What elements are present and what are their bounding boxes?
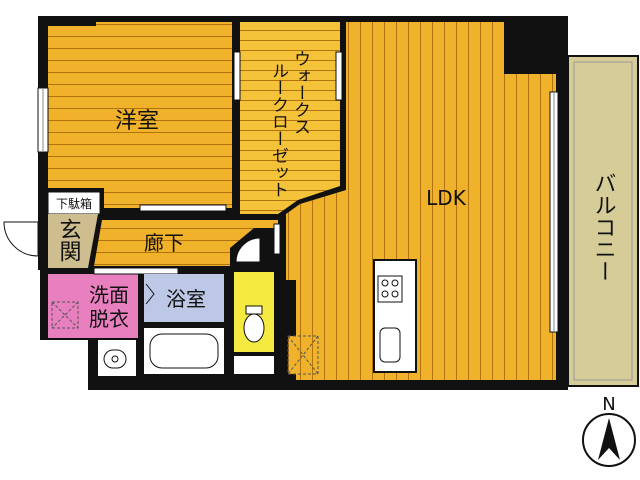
ldk-label: LDK xyxy=(426,186,467,210)
balcony xyxy=(567,55,639,387)
western-room xyxy=(37,22,232,212)
washbasin-icon xyxy=(103,349,127,369)
walk-in-closet-label-part1: ウォークス xyxy=(290,50,310,135)
compass: N xyxy=(582,394,636,467)
bathroom-label: 浴室 xyxy=(166,287,206,311)
toilet-room xyxy=(234,272,274,374)
washroom-label-part2: 脱衣 xyxy=(89,307,129,331)
walk-in-closet-label-part2: ルークローゼット xyxy=(268,62,288,198)
entrance-label: 玄関 xyxy=(56,218,81,262)
hallway-label: 廊下 xyxy=(144,231,184,255)
washroom-label-part1: 洗面 xyxy=(89,283,129,307)
north-arrow-icon xyxy=(598,418,620,460)
hallway xyxy=(94,220,281,266)
western-room-label: 洋室 xyxy=(115,109,159,134)
bathroom xyxy=(144,274,224,374)
bathtub-icon xyxy=(149,333,219,369)
walk-in-closet xyxy=(233,22,343,214)
stove-icon xyxy=(381,279,389,287)
balcony-label: バルコニー xyxy=(591,172,616,282)
ldk xyxy=(286,22,559,380)
washing-machine-space xyxy=(51,301,79,329)
entrance xyxy=(3,214,98,268)
sink-icon xyxy=(379,327,401,363)
shoe-box-label: 下駄箱 xyxy=(56,196,92,211)
toilet-icon xyxy=(243,313,265,343)
north-label: N xyxy=(602,394,615,415)
washroom xyxy=(48,267,179,376)
